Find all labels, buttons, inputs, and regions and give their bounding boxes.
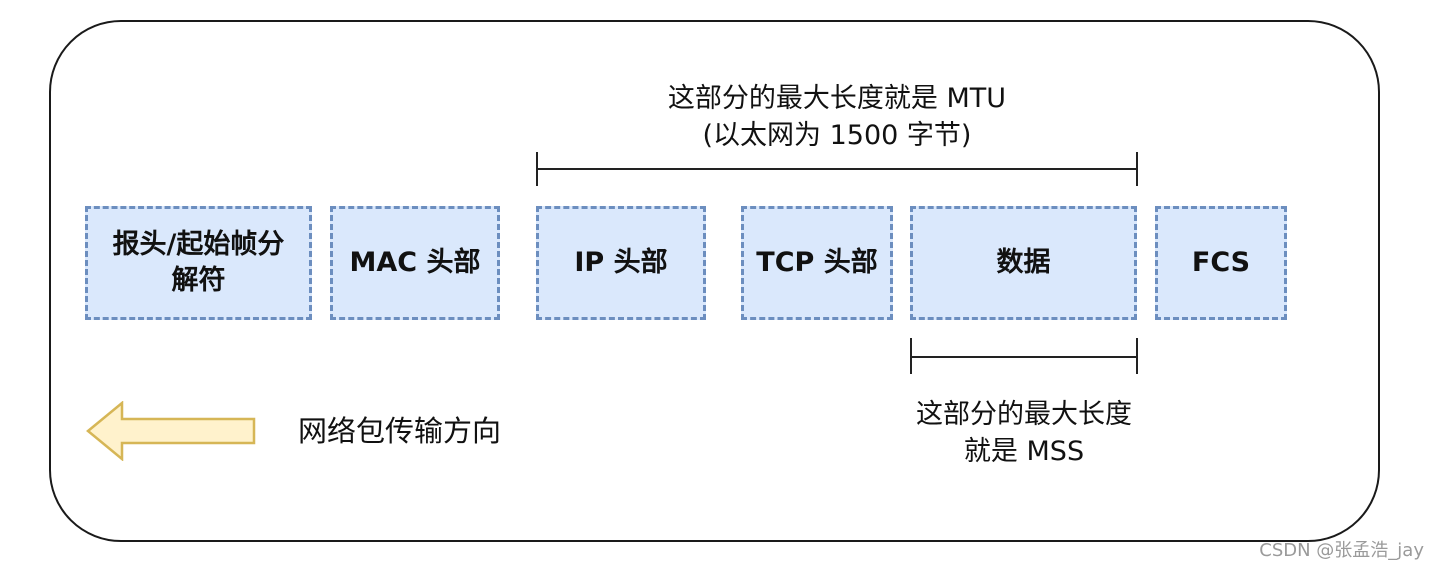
field-data-label: 数据 <box>996 247 1051 278</box>
field-ip-header-label: IP 头部 <box>574 247 668 278</box>
field-preamble: 报头/起始帧分 解符 <box>85 206 312 320</box>
field-tcp-header: TCP 头部 <box>741 206 893 320</box>
mss-note-line1: 这部分的最大长度 <box>916 399 1132 430</box>
mss-note: 这部分的最大长度 就是 MSS <box>874 396 1174 470</box>
field-fcs-label: FCS <box>1191 247 1251 278</box>
field-ip-header: IP 头部 <box>536 206 706 320</box>
field-tcp-header-label: TCP 头部 <box>756 247 878 278</box>
watermark: CSDN @张孟浩_jay <box>1259 540 1424 561</box>
left-arrow-icon <box>86 401 256 461</box>
field-mac-header: MAC 头部 <box>330 206 500 320</box>
mss-note-line2: 就是 MSS <box>963 436 1085 467</box>
mtu-note-line2: (以太网为 1500 字节) <box>702 120 972 151</box>
field-preamble-line1: 报头/起始帧分 <box>112 229 285 260</box>
mtu-note-line1: 这部分的最大长度就是 MTU <box>667 83 1007 114</box>
transmission-direction-label: 网络包传输方向 <box>298 414 502 448</box>
mtu-note: 这部分的最大长度就是 MTU (以太网为 1500 字节) <box>537 80 1137 154</box>
diagram-frame <box>49 20 1380 542</box>
field-preamble-line2: 解符 <box>171 265 226 296</box>
field-fcs: FCS <box>1155 206 1287 320</box>
field-mac-header-label: MAC 头部 <box>349 247 481 278</box>
field-data: 数据 <box>910 206 1137 320</box>
